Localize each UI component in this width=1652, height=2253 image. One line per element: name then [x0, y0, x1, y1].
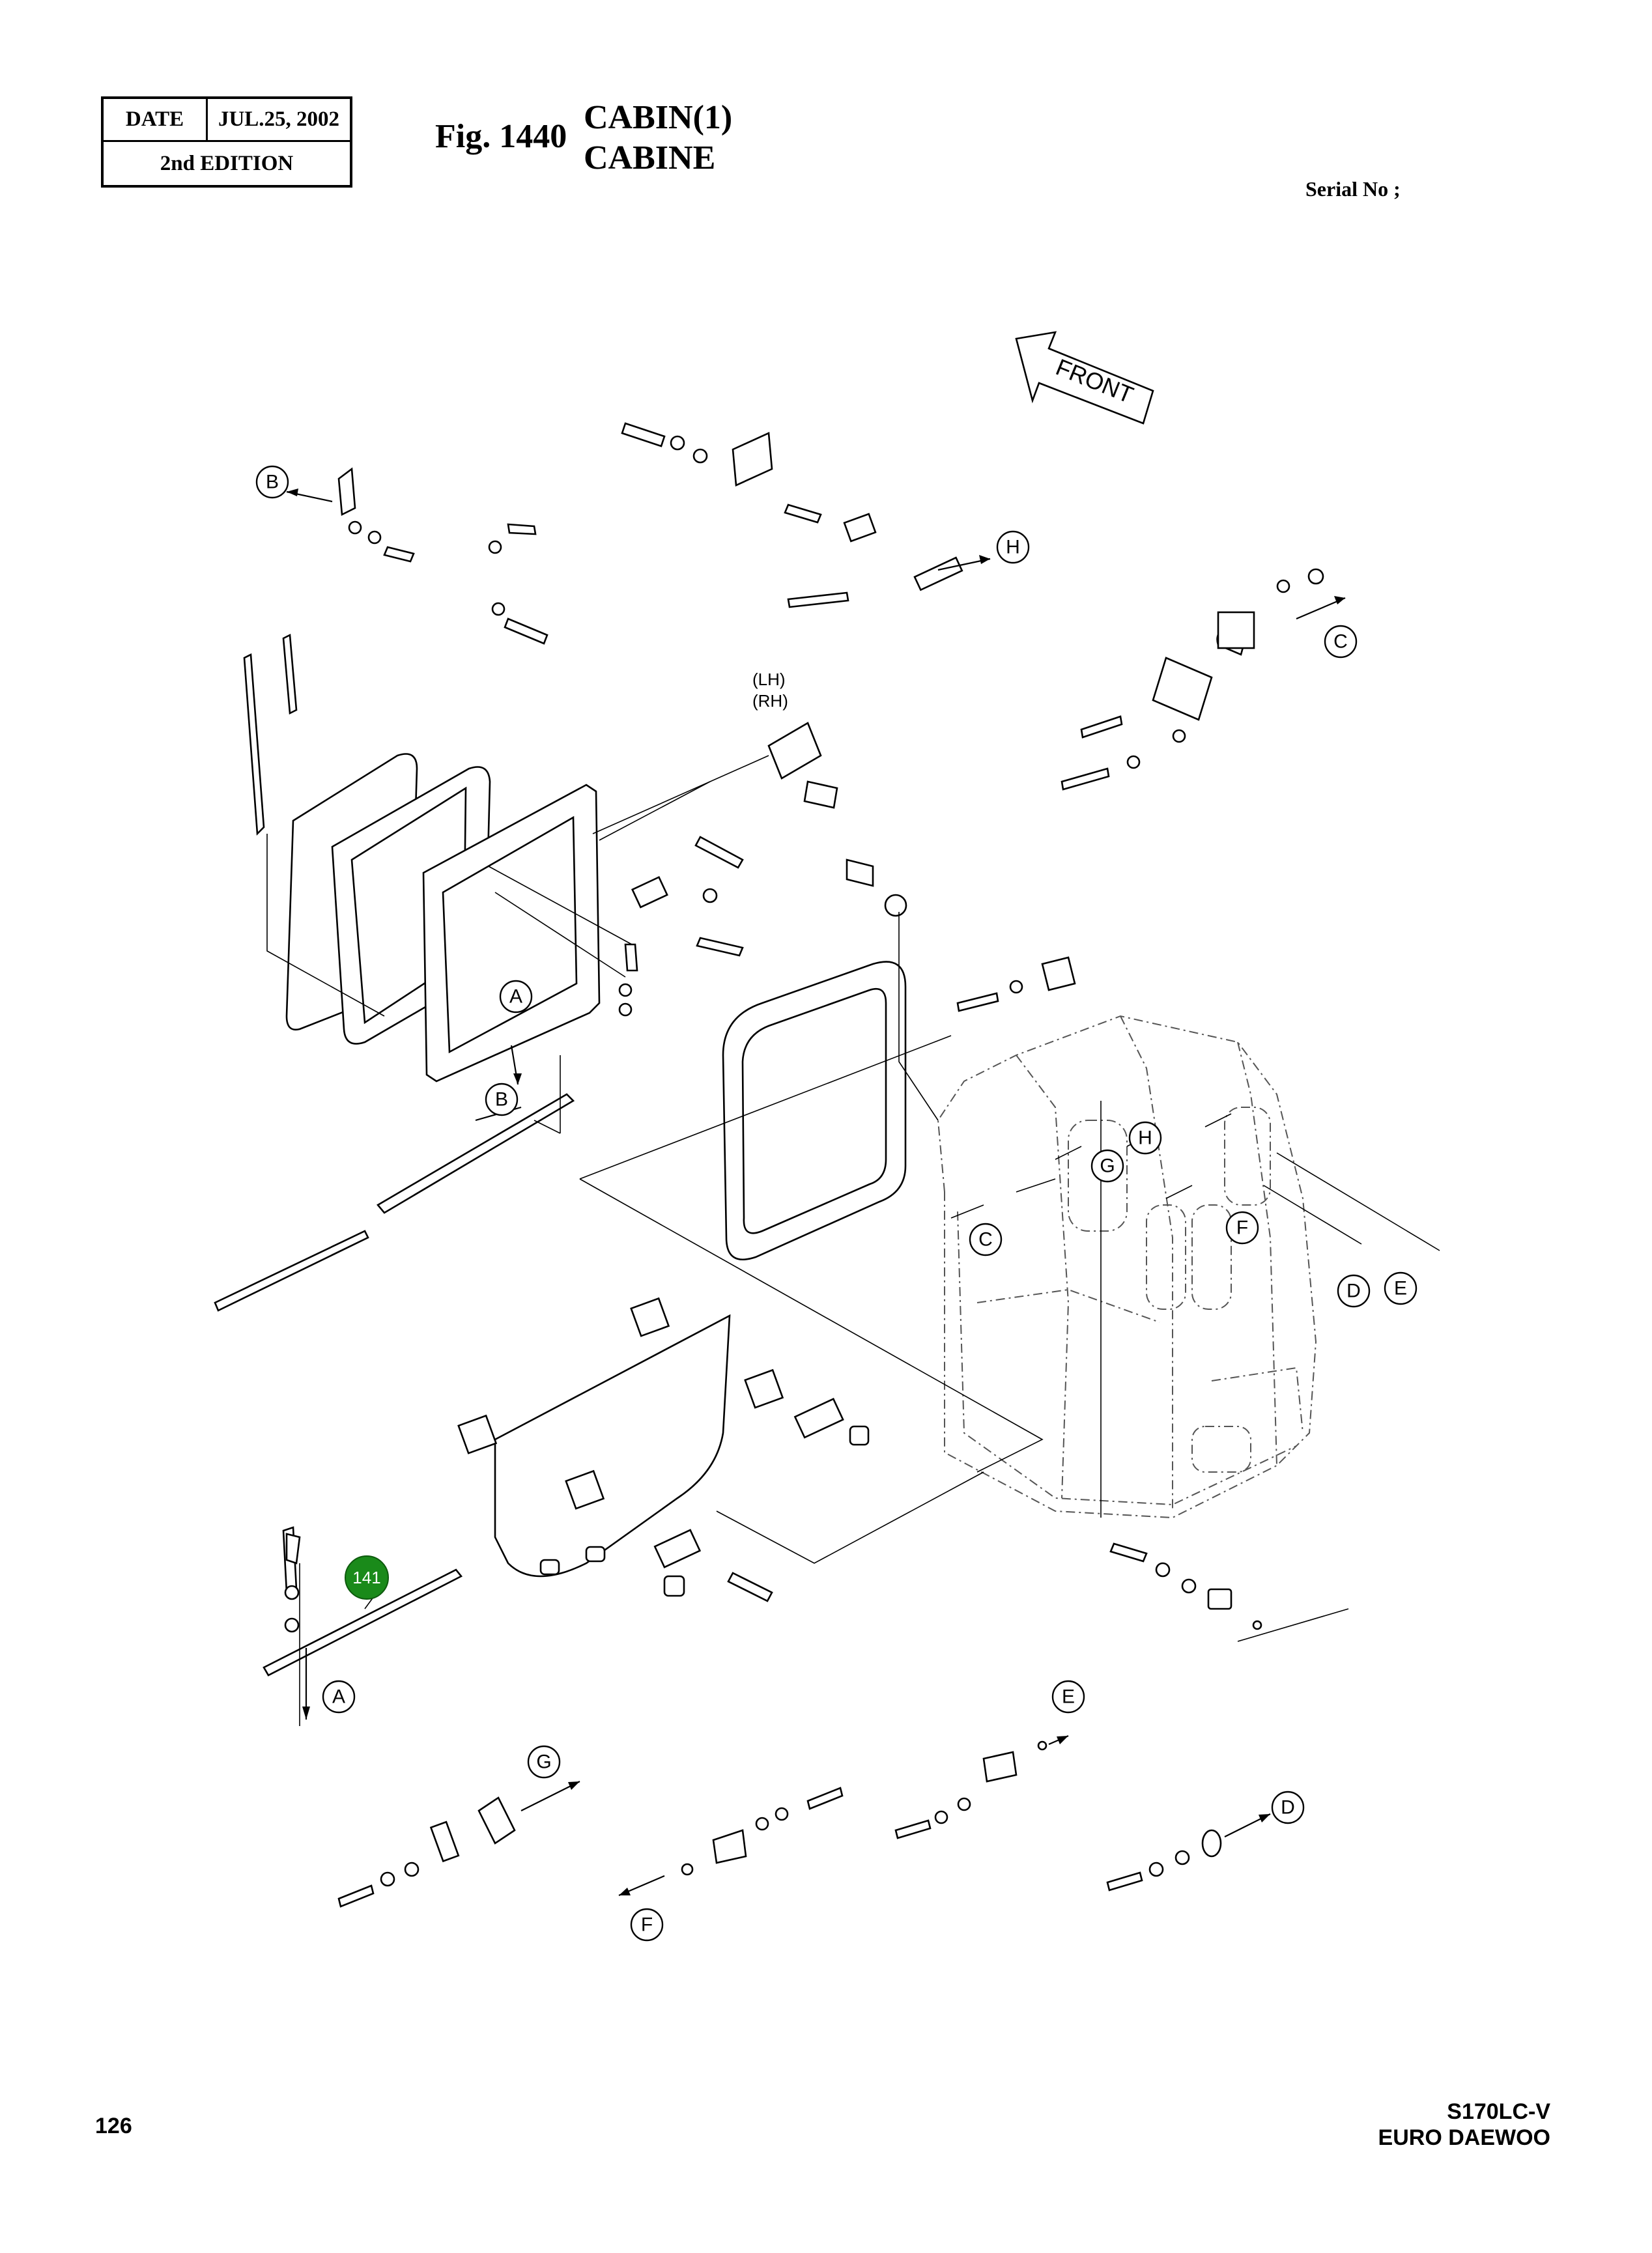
callout-f-label: F: [641, 1914, 653, 1936]
callout-h-cabin: H: [1128, 1121, 1162, 1155]
callout-f-cabin: F: [1225, 1211, 1259, 1245]
page-number: 126: [95, 2114, 132, 2138]
callout-f-detail: F: [630, 1908, 664, 1942]
callout-e-label: E: [1062, 1686, 1075, 1708]
date-value: JUL.25, 2002: [218, 107, 340, 131]
title-english: CABIN(1): [584, 99, 733, 136]
callout-e-label: E: [1394, 1278, 1407, 1299]
callout-d-detail: D: [1271, 1791, 1305, 1824]
callout-h-label: H: [1006, 537, 1020, 558]
callout-b-label: B: [266, 472, 279, 493]
model-name: S170LC-V: [1447, 2099, 1550, 2124]
callout-g-label: G: [1100, 1155, 1115, 1177]
callout-g-label: G: [536, 1751, 551, 1773]
callout-g-detail: G: [527, 1745, 561, 1779]
callout-a-label: A: [332, 1686, 345, 1708]
callout-b-label: B: [495, 1089, 508, 1111]
side-label-rh: (RH): [752, 691, 788, 711]
rubber-strips: [214, 1093, 575, 1312]
date-label: DATE: [104, 99, 208, 140]
callout-c-label: C: [1333, 631, 1348, 653]
callout-a-window: A: [499, 980, 533, 1013]
lower-door-panel: [457, 1297, 784, 1578]
header-date-row: DATE JUL.25, 2002: [104, 99, 350, 142]
callout-b-top: B: [255, 465, 289, 499]
callout-c-label: C: [978, 1229, 993, 1251]
callout-h-top: H: [996, 530, 1030, 564]
callout-h-label: H: [1138, 1127, 1152, 1149]
callout-c-cabin: C: [969, 1223, 1003, 1256]
model-info: S170LC-V EURO DAEWOO: [1378, 2099, 1550, 2151]
callout-d-cabin: D: [1337, 1274, 1371, 1308]
callout-e-detail: E: [1051, 1680, 1085, 1714]
callout-e-cabin: E: [1384, 1271, 1417, 1305]
callout-c-top: C: [1324, 625, 1358, 659]
part-141-circle[interactable]: [345, 1555, 389, 1600]
callout-g-cabin: G: [1090, 1149, 1124, 1183]
direction-arrows: [286, 489, 1346, 1897]
callout-d-label: D: [1346, 1281, 1361, 1302]
callout-b-window: B: [485, 1083, 519, 1116]
detail-hardware-groups: [337, 1740, 1222, 1908]
callout-a-strip: A: [322, 1680, 356, 1714]
hardware-bolts: [284, 422, 1324, 1633]
edition-label: 2nd EDITION: [160, 151, 294, 175]
part-141-marker[interactable]: 141: [345, 1555, 389, 1609]
figure-number: Fig. 1440: [435, 118, 567, 155]
wiper-assembly: [243, 633, 298, 836]
part-141-label[interactable]: 141: [352, 1568, 380, 1587]
callout-a-label: A: [509, 986, 522, 1008]
cabin-frame: [937, 1015, 1317, 1519]
window-assembly: [285, 753, 601, 1083]
callout-d-label: D: [1281, 1797, 1295, 1819]
callout-f-label: F: [1236, 1217, 1248, 1239]
title-french: CABINE: [584, 139, 716, 177]
header-info-box: DATE JUL.25, 2002 2nd EDITION: [101, 96, 352, 188]
glass-seal-frame: [722, 961, 907, 1261]
brand-name: EURO DAEWOO: [1378, 2125, 1550, 2150]
serial-number-label: Serial No ;: [1305, 177, 1401, 201]
front-arrow: FRONT: [1015, 331, 1154, 425]
figure-title: CABIN(1) CABINE: [584, 98, 732, 178]
side-label-lh: (LH): [752, 670, 786, 689]
